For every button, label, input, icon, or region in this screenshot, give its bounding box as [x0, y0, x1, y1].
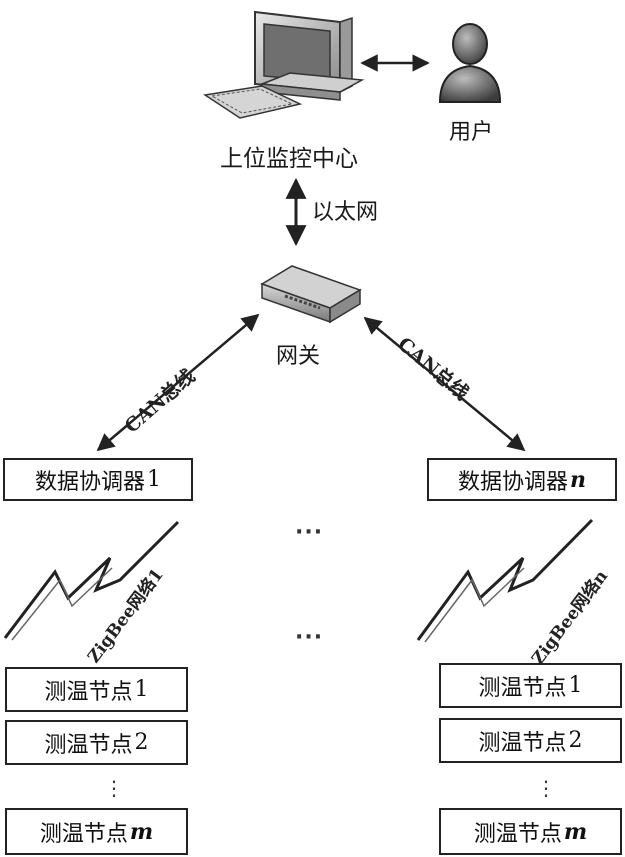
node-label: 测温节点 [44, 732, 133, 758]
ellipsis-bottom: ··· [295, 625, 324, 650]
node-suffix: 1 [568, 673, 583, 698]
ellipsis-top: ··· [295, 520, 324, 545]
gateway-device-icon [260, 265, 362, 324]
node-suffix: 1 [134, 677, 149, 702]
ethernet-label: 以太网 [312, 200, 379, 225]
coordinator-suffix: n [570, 466, 586, 493]
node-suffix: m [129, 818, 154, 845]
node-label: 测温节点 [478, 730, 567, 756]
gateway-label: 网关 [276, 344, 321, 369]
node-suffix: m [563, 818, 588, 845]
right-vertical-ellipsis: ⋮ [536, 776, 556, 800]
user-label: 用户 [449, 120, 494, 145]
computer-icon [202, 10, 365, 119]
node-label: 测温节点 [473, 821, 562, 847]
node-suffix: 2 [568, 728, 583, 753]
lightning-icon [424, 567, 525, 643]
can-bus-right-arrow [363, 316, 526, 452]
left-vertical-ellipsis: ⋮ [104, 776, 124, 800]
can-bus-left-arrow [96, 313, 260, 452]
coordinator-suffix: 1 [147, 467, 161, 492]
monitor-center-label: 上位监控中心 [220, 146, 358, 172]
node-label: 测温节点 [478, 675, 567, 701]
lightning-icon [3, 520, 180, 639]
node-label: 测温节点 [44, 679, 133, 705]
user-icon [438, 23, 502, 103]
coordinator-label: 数据协调器 [457, 469, 568, 495]
node-label: 测温节点 [39, 821, 128, 847]
lightning-icon [416, 518, 594, 641]
node-suffix: 2 [134, 730, 149, 755]
lightning-icon [11, 567, 113, 641]
coordinator-label: 数据协调器 [34, 469, 145, 495]
